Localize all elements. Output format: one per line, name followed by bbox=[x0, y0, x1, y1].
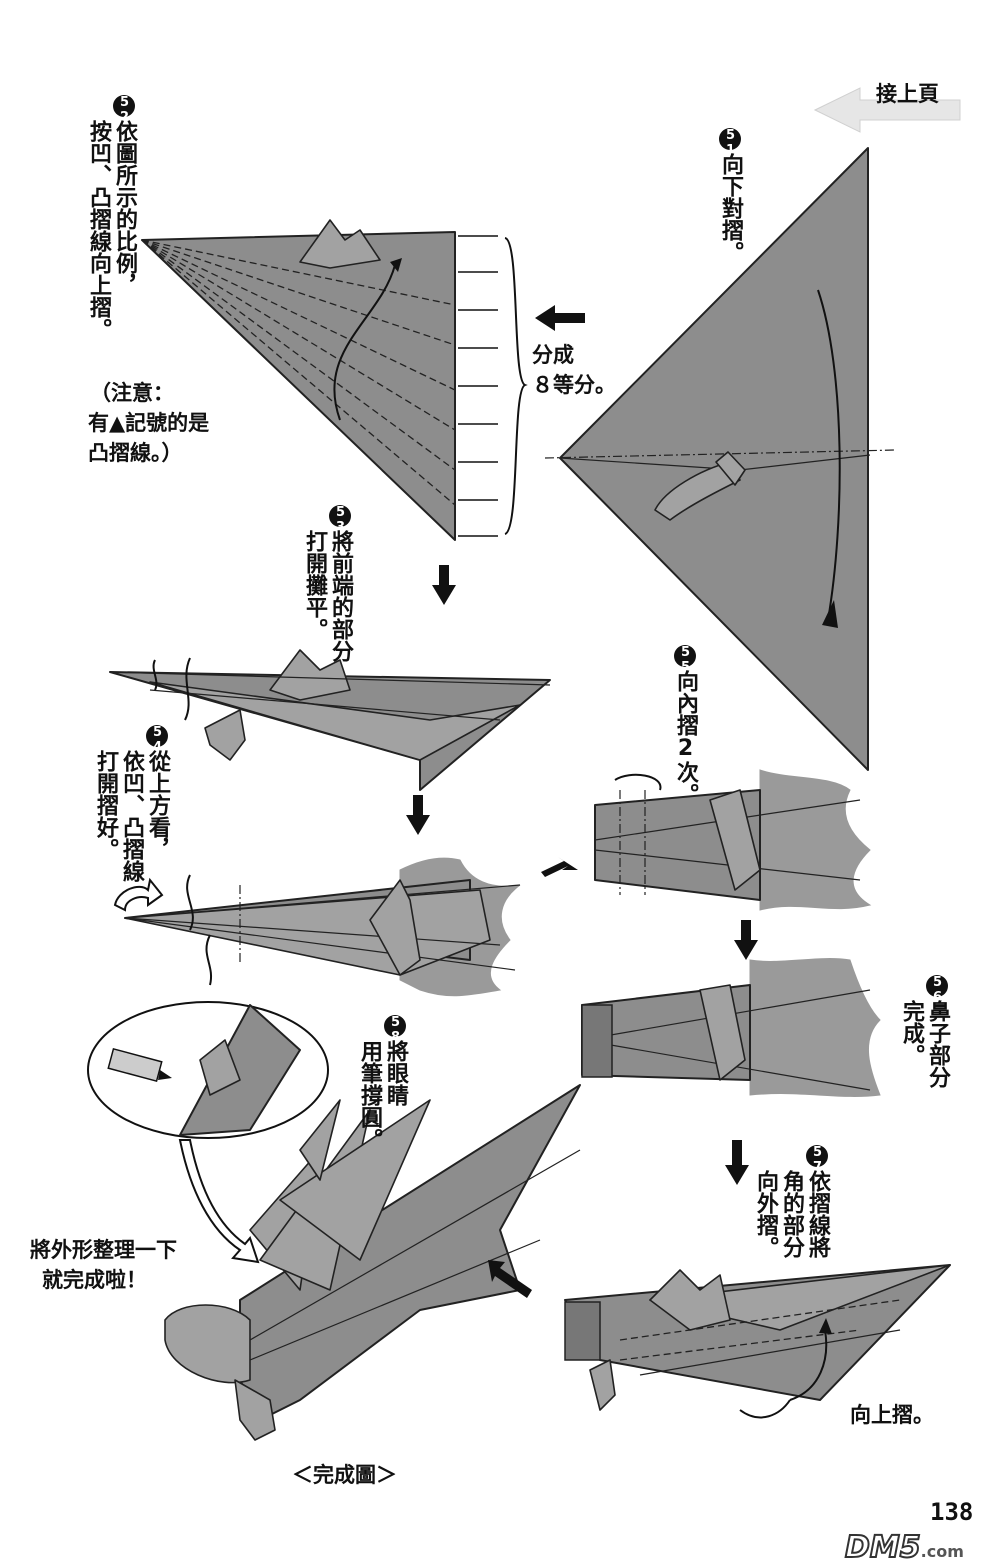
finish-line2: 就完成啦！ bbox=[42, 1268, 147, 1292]
step57-line3: 向外摺。 bbox=[753, 1170, 778, 1258]
logo-suffix: .com bbox=[920, 1542, 964, 1561]
step57-number: 57 bbox=[806, 1145, 828, 1175]
step51-number: 51 bbox=[719, 128, 741, 158]
step58-line1: 58將眼睛 bbox=[383, 1015, 408, 1106]
note-line1: （注意： bbox=[90, 381, 174, 405]
step57-line2: 角的部分 bbox=[779, 1170, 804, 1258]
note-line2: 有▲記號的是 bbox=[88, 411, 210, 435]
step58-line2: 用筆撐圓。 bbox=[357, 1040, 382, 1150]
step52-instruction-1: 依圖所示的比例， bbox=[112, 120, 137, 296]
step55-figure bbox=[594, 769, 872, 911]
step53-figure bbox=[109, 649, 551, 791]
step56-number: 56 bbox=[926, 975, 948, 1005]
continued-arrow-icon bbox=[813, 87, 961, 133]
step56-line2: 完成。 bbox=[899, 1000, 924, 1066]
up-left-arrow-icon bbox=[488, 1260, 532, 1298]
step52-figure bbox=[141, 219, 585, 541]
fold-up-arrow-icon bbox=[390, 258, 402, 272]
step54-line3: 打開摺好。 bbox=[93, 750, 118, 860]
down-arrow-icon bbox=[734, 920, 758, 960]
note-line3: 凸摺線。） bbox=[88, 441, 183, 465]
step56-figure bbox=[581, 958, 881, 1097]
finish-line1: 將外形整理一下 bbox=[30, 1238, 177, 1262]
brace bbox=[504, 237, 528, 535]
divide-line1: 分成 bbox=[532, 343, 574, 367]
step53-line1: 53將前端的部分 bbox=[328, 505, 353, 662]
step54-line2: 依凹、凸摺線 bbox=[119, 750, 144, 882]
continued-label: 接上頁 bbox=[876, 82, 939, 106]
down-arrow-icon bbox=[406, 795, 430, 835]
step57-figure bbox=[564, 1264, 951, 1419]
down-arrow-icon bbox=[725, 1140, 749, 1185]
step53-line2: 打開攤平。 bbox=[302, 530, 327, 640]
fold-up-label: 向上摺。 bbox=[850, 1403, 934, 1427]
eye-inset bbox=[87, 1001, 329, 1139]
step53-instruction-1: 將前端的部分 bbox=[328, 530, 353, 662]
step55-text: 55向內摺2次。 bbox=[673, 645, 698, 805]
finished-figure bbox=[164, 1084, 581, 1441]
left-arrow-icon bbox=[535, 305, 585, 331]
step51-instruction: 向下對摺。 bbox=[718, 153, 743, 263]
step57-instruction-1: 依摺線將 bbox=[805, 1170, 830, 1258]
logo-text: DM5 bbox=[844, 1529, 922, 1566]
divide-line2: ８等分。 bbox=[532, 373, 616, 397]
step54-number: 54 bbox=[146, 725, 168, 755]
step55-number: 55 bbox=[674, 645, 696, 675]
step51-figure bbox=[544, 147, 896, 771]
step58-instruction-1: 將眼睛 bbox=[383, 1040, 408, 1106]
step54-line1: 54從上方看， bbox=[145, 725, 170, 860]
step54-instruction-1: 從上方看， bbox=[145, 750, 170, 860]
step54-figure bbox=[113, 857, 521, 997]
pencil-icon bbox=[107, 1047, 163, 1083]
step52-number: 52 bbox=[113, 95, 135, 125]
step52-line2: 按凹、凸摺線向上摺。 bbox=[86, 120, 111, 340]
site-logo: DM5.com bbox=[844, 1529, 964, 1566]
step52-line1: 52依圖所示的比例， bbox=[112, 95, 137, 296]
page-number: 138 bbox=[930, 1498, 974, 1526]
step51-text: 51向下對摺。 bbox=[718, 128, 743, 263]
complete-caption: ＜完成圖＞ bbox=[292, 1463, 397, 1487]
step56-instruction-1: 鼻子部分 bbox=[925, 1000, 950, 1088]
step55-instruction: 向內摺2次。 bbox=[673, 670, 698, 805]
down-arrow-icon bbox=[432, 565, 456, 605]
step57-line1: 57依摺線將 bbox=[805, 1145, 830, 1258]
right-arrow-icon bbox=[541, 857, 578, 877]
fold-down-arrow-icon bbox=[822, 600, 838, 628]
step53-number: 53 bbox=[329, 505, 351, 535]
step56-line1: 56鼻子部分 bbox=[925, 975, 950, 1088]
step58-number: 58 bbox=[384, 1015, 406, 1045]
